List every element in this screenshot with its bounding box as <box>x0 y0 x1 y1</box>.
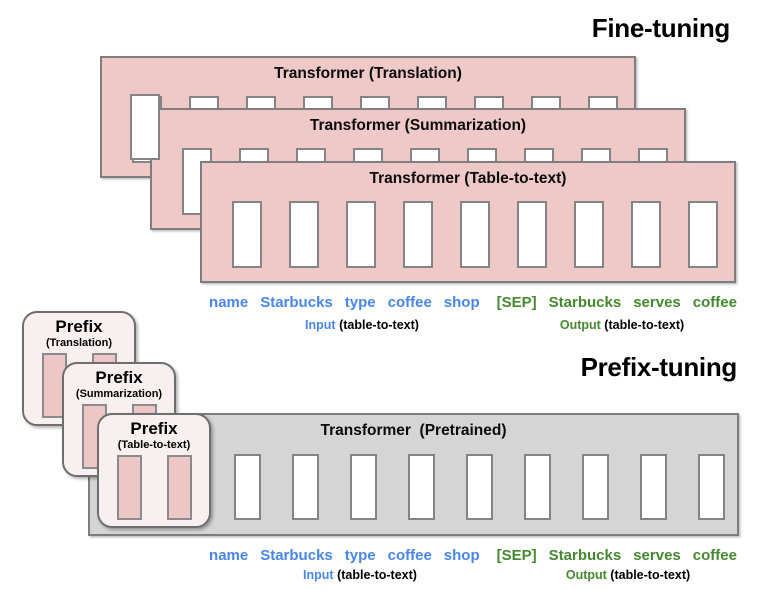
prefix-box-subtitle: (Table-to-text) <box>117 438 191 451</box>
token: coffee <box>387 294 432 311</box>
activation-slot-overlay <box>130 94 160 160</box>
input-label-task: (table-to-text) <box>337 568 417 582</box>
output-label-task: (table-to-text) <box>610 568 691 582</box>
activation-slot <box>698 454 725 520</box>
activation-slot <box>688 201 718 268</box>
token: shop <box>443 294 480 311</box>
transformer-box-label: Transformer (Table-to-text) <box>369 170 567 187</box>
token: Starbucks <box>548 547 622 564</box>
token: shop <box>443 547 480 564</box>
prefix-bar <box>117 455 142 520</box>
prefix-box-title: Prefix <box>95 368 143 387</box>
token: name <box>209 547 249 564</box>
token-sequence-bottom: name Starbucks type coffee shop [SEP] St… <box>190 547 756 564</box>
prefix-box-subtitle: (Translation) <box>45 336 112 349</box>
activation-slot <box>234 454 261 520</box>
prefix-box-subtitle: (Summarization) <box>75 387 163 400</box>
activation-slot <box>232 201 262 268</box>
token: name <box>209 294 249 311</box>
prefix-tuning-title: Prefix-tuning <box>580 352 738 382</box>
output-label-word: Output <box>559 318 601 332</box>
transformer-box-label: Transformer (Translation) <box>274 65 462 82</box>
activation-slot <box>574 201 604 268</box>
token: serves <box>633 547 681 564</box>
activation-slot <box>640 454 667 520</box>
input-label-word: Input <box>305 318 336 332</box>
fine-tuning-title: Fine-tuning <box>591 13 731 43</box>
input-label-word: Input <box>303 568 334 582</box>
output-label-bottom: Output (table-to-text) <box>566 568 690 582</box>
activation-slot <box>350 454 377 520</box>
token: Starbucks <box>260 294 333 311</box>
activation-slot <box>517 201 547 268</box>
sep-token: [SEP] <box>496 547 537 564</box>
activation-slot-row <box>234 454 725 520</box>
input-label-top: Input (table-to-text) <box>305 318 419 332</box>
token: coffee <box>692 294 737 311</box>
activation-slot <box>524 454 551 520</box>
activation-slot <box>289 201 319 268</box>
prefix-box-title: Prefix <box>55 317 103 336</box>
token: type <box>344 294 376 311</box>
activation-slot <box>631 201 661 268</box>
token: coffee <box>692 547 737 564</box>
prefix-bar <box>167 455 192 520</box>
output-label-task: (table-to-text) <box>604 318 685 332</box>
sep-token: [SEP] <box>496 294 537 311</box>
activation-slot <box>408 454 435 520</box>
transformer-box-label: Transformer (Pretrained) <box>320 422 507 439</box>
output-label-word: Output <box>565 568 607 582</box>
token: Starbucks <box>548 294 622 311</box>
token: Starbucks <box>260 547 333 564</box>
activation-slot <box>346 201 376 268</box>
token: serves <box>633 294 681 311</box>
activation-slot <box>582 454 609 520</box>
input-label-bottom: Input (table-to-text) <box>303 568 417 582</box>
token: coffee <box>387 547 432 564</box>
transformer-box-table-to-text: Transformer (Table-to-text) <box>200 161 736 283</box>
token: type <box>344 547 376 564</box>
input-label-task: (table-to-text) <box>339 318 419 332</box>
activation-slot <box>466 454 493 520</box>
output-label-top: Output (table-to-text) <box>560 318 684 332</box>
token-sequence-top: name Starbucks type coffee shop [SEP] St… <box>190 294 756 311</box>
activation-slot <box>292 454 319 520</box>
prefix-box-table-to-text: Prefix (Table-to-text) <box>97 413 211 528</box>
activation-slot <box>403 201 433 268</box>
prefix-box-title: Prefix <box>130 419 178 438</box>
transformer-box-label: Transformer (Summarization) <box>309 117 527 134</box>
activation-slot <box>460 201 490 268</box>
activation-slot-row <box>232 201 718 268</box>
